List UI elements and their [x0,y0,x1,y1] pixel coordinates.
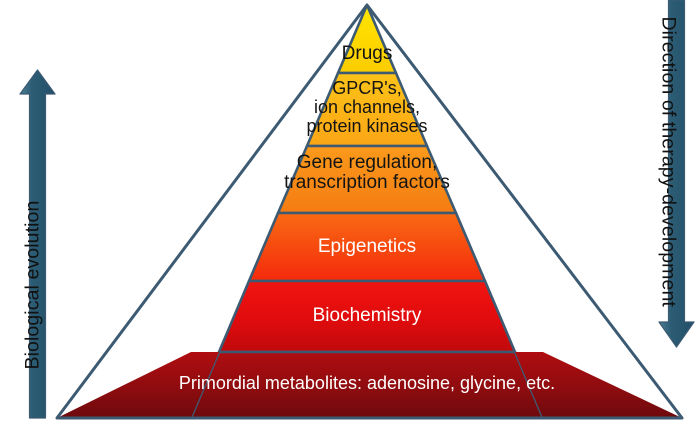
arrow-up-icon [19,69,56,419]
pyramid-tier-5 [217,279,517,354]
right-axis-label: Direction of therapy-development [657,16,680,307]
pyramid-tier-1 [336,3,398,75]
left-arrow-up [19,69,56,419]
pyramid-tier-6 [189,350,545,420]
pyramid-tiers [57,3,682,420]
pyramid-tier-3 [276,144,458,215]
arrow-down-icon [658,0,695,348]
pyramid-tier-2 [305,71,429,148]
right-arrow-down [658,0,695,348]
pyramid-base-right-wedge [515,352,682,418]
pyramid-base-left-wedge [57,352,219,418]
left-axis-label: Biological evolution [21,200,44,370]
pyramid-tier-4 [247,211,487,283]
pyramid-outline [55,3,684,420]
